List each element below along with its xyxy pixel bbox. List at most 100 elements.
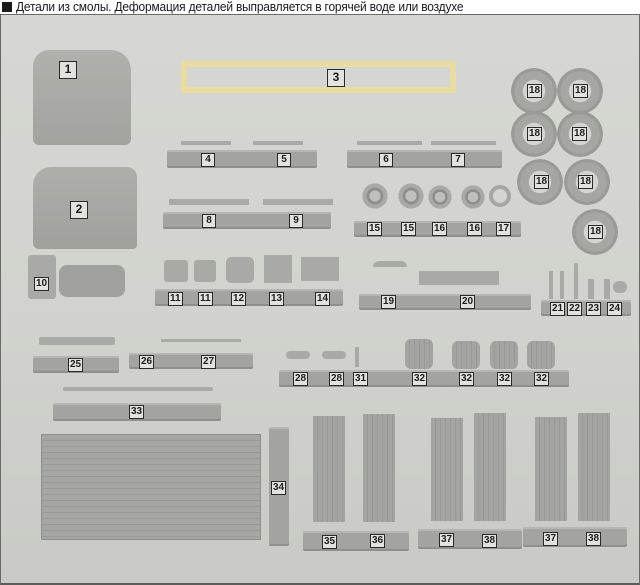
label-32: 32 [534,372,550,386]
part-seat-back [194,260,216,282]
part-exhaust-pipe [63,387,213,391]
caption-text: Детали из смолы. Деформация деталей выпр… [16,0,464,14]
label-27: 27 [201,355,217,369]
part-leaf-spring [253,141,303,145]
label-28: 28 [293,372,309,386]
part-wheel-ring [489,185,511,207]
sprue-4-5 [167,150,317,168]
part-wheel-disc [461,185,485,209]
label-9: 9 [289,214,303,228]
parts-photo: 1 2 3 4 5 6 7 18 18 18 18 18 18 18 8 9 1… [0,14,640,585]
label-31: 31 [353,372,369,386]
label-1: 1 [59,61,77,79]
label-8: 8 [202,214,216,228]
part-rear-board [431,418,463,521]
label-21: 21 [550,302,566,316]
label-38: 38 [482,534,498,548]
part-rear-board [578,413,610,521]
sprue-8-9 [163,212,331,229]
label-6: 6 [379,153,393,167]
label-16: 16 [467,222,483,236]
part-wheel-disc [398,183,424,209]
part-wheel-disc [362,183,388,209]
label-18: 18 [573,84,589,98]
part-leaf-spring [431,141,496,145]
part-tow-frame [373,261,407,267]
part-cab [33,50,131,145]
label-33: 33 [129,405,145,419]
part-headrest [322,351,346,359]
sprue-6-7 [347,150,502,168]
label-18: 18 [527,127,543,141]
part-tank [226,257,254,283]
part-small-details [604,279,610,299]
label-22: 22 [567,302,583,316]
part-headrest [286,351,310,359]
label-18: 18 [527,84,543,98]
label-35: 35 [322,535,338,549]
label-32: 32 [497,372,513,386]
part-leaf-spring [357,141,422,145]
square-bullet-icon [2,2,12,12]
label-24: 24 [607,302,623,316]
label-20: 20 [460,295,476,309]
part-tool-box [301,257,339,281]
part-small-details [549,271,553,299]
part-leaf-spring [181,141,231,145]
label-32: 32 [459,372,475,386]
label-32: 32 [412,372,428,386]
caption-bar: Детали из смолы. Деформация деталей выпр… [0,0,640,14]
part-seat [527,341,555,369]
part-rod [161,339,241,342]
sprue-37-38 [523,527,627,547]
sprue-37-38 [418,529,522,549]
part-chassis-frame [181,61,456,93]
part-rear-axle [263,199,333,205]
sprue-35-36 [303,531,409,551]
part-side-board [313,416,345,522]
label-12: 12 [231,292,247,306]
part-crossmember [39,337,115,345]
part-small-details [574,263,578,299]
sprue-19-20 [359,294,531,310]
label-28: 28 [329,372,345,386]
part-rear-board [535,417,567,521]
part-steering [355,347,359,367]
label-23: 23 [586,302,602,316]
label-10: 10 [34,277,50,291]
label-17: 17 [496,222,512,236]
label-37: 37 [543,532,559,546]
part-seat-back [164,260,188,282]
label-13: 13 [269,292,285,306]
part-seat [490,341,518,369]
part-cargo-floor [41,434,261,540]
label-7: 7 [451,153,465,167]
label-38: 38 [586,532,602,546]
part-small-details [560,271,564,299]
label-14: 14 [315,292,331,306]
label-19: 19 [381,295,397,309]
label-11: 11 [168,292,183,306]
label-2: 2 [70,201,88,219]
label-18: 18 [578,175,594,189]
label-11: 11 [198,292,213,306]
label-18: 18 [588,225,604,239]
label-15: 15 [367,222,383,236]
label-18: 18 [572,127,588,141]
part-wheel-disc [428,185,452,209]
sprue-26-27 [129,353,253,369]
label-16: 16 [432,222,448,236]
part-battery-box [264,255,292,283]
part-bumper [419,271,499,285]
part-small-details [588,279,594,299]
label-36: 36 [370,534,386,548]
part-seat [405,339,433,369]
label-4: 4 [201,153,215,167]
part-seat [452,341,480,369]
label-5: 5 [277,153,291,167]
part-side-board [363,414,395,522]
label-34: 34 [271,481,287,495]
label-26: 26 [139,355,155,369]
part-engine [59,265,125,297]
part-rear-board [474,413,506,521]
